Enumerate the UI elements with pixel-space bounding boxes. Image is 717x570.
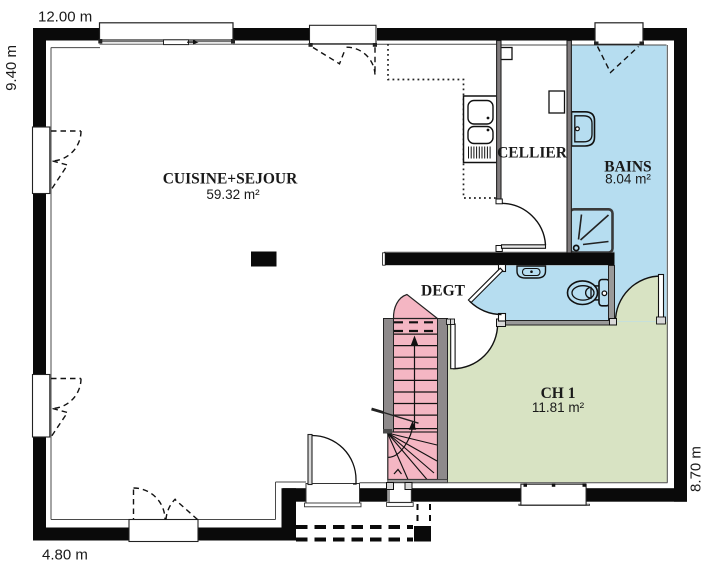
svg-text:CELLIER: CELLIER [497,144,568,161]
svg-text:9.40 m: 9.40 m [3,45,20,91]
svg-text:CH 1: CH 1 [541,385,576,402]
svg-text:DEGT: DEGT [421,283,466,300]
svg-text:11.81 m²: 11.81 m² [532,400,585,415]
svg-text:8.04 m²: 8.04 m² [605,172,651,187]
svg-text:8.70 m: 8.70 m [688,446,705,492]
svg-text:4.80 m: 4.80 m [42,547,88,564]
svg-text:BAINS: BAINS [604,158,651,175]
svg-text:59.32 m²: 59.32 m² [206,187,260,202]
svg-text:CUISINE+SEJOUR: CUISINE+SEJOUR [163,170,298,187]
svg-text:12.00 m: 12.00 m [38,9,92,26]
